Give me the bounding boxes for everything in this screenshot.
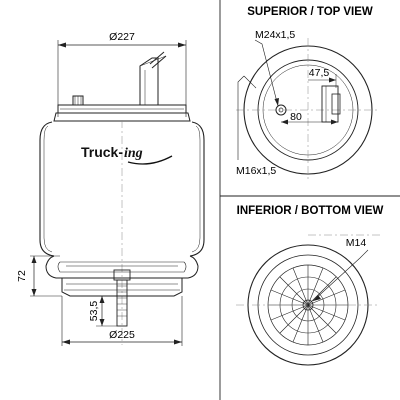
air-fitting-label: M24x1,5 bbox=[255, 29, 295, 41]
fitting-offset-label: 47,5 bbox=[309, 67, 330, 79]
brand-name-part1: Truck- bbox=[81, 144, 123, 160]
stud-offset-label: 53,5 bbox=[88, 301, 100, 322]
brand-logo: Truck- ing bbox=[81, 144, 173, 165]
bottom-diameter-label: Ø225 bbox=[109, 329, 135, 341]
view-dividers bbox=[219, 0, 400, 400]
top-diameter-label: Ø227 bbox=[109, 31, 135, 43]
top-view-title: SUPERIOR / TOP VIEW bbox=[247, 6, 373, 18]
bottom-thread-label: M14 bbox=[346, 237, 367, 249]
top-view-drawing bbox=[236, 38, 380, 182]
stud-thread-label: M16x1,5 bbox=[236, 165, 276, 177]
piston-height-label: 72 bbox=[16, 270, 28, 282]
stud-spacing-label: 80 bbox=[290, 111, 302, 123]
bottom-view-drawing bbox=[236, 234, 380, 366]
bottom-view-title: INFERIOR / BOTTOM VIEW bbox=[237, 205, 384, 217]
side-view bbox=[30, 40, 205, 346]
brand-name-part2: ing bbox=[124, 146, 143, 161]
